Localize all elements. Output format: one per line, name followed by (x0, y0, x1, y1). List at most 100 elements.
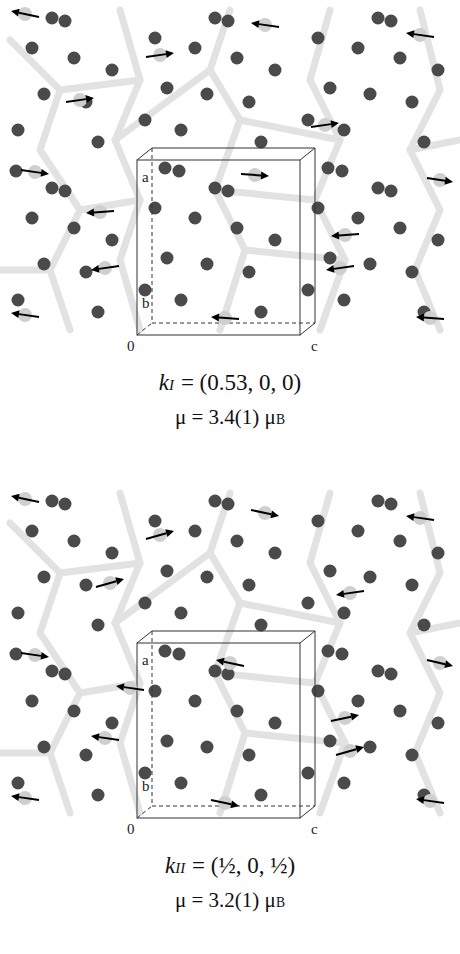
atom (26, 525, 39, 538)
atom (385, 498, 398, 511)
moment-arrow (19, 797, 39, 800)
atom (322, 645, 335, 658)
atom (12, 777, 25, 790)
caption-line: μ = 3.4(1) μB (0, 405, 460, 430)
arrow-head (86, 208, 94, 216)
arrow-head (261, 171, 269, 179)
moment-arrow (66, 99, 86, 102)
subscript: B (276, 895, 285, 911)
arrow-head (41, 169, 49, 177)
atom (139, 767, 152, 780)
atom (189, 525, 202, 538)
atom (418, 136, 431, 149)
atom (324, 565, 337, 578)
atom (352, 525, 365, 538)
wave-vector: k (159, 370, 169, 396)
arrow-head (91, 265, 99, 273)
bond-network (60, 563, 140, 573)
atom (243, 96, 256, 109)
atom (418, 619, 431, 632)
atom (338, 607, 351, 620)
arrow-head (11, 9, 20, 17)
atom (59, 185, 72, 198)
atom (255, 619, 268, 632)
atom (201, 741, 214, 754)
atom (324, 735, 337, 748)
arrow-head (216, 658, 225, 666)
atom (255, 306, 268, 319)
moment-value: μ = 3.2(1) μ (175, 888, 276, 913)
atom (106, 234, 119, 247)
atom (364, 88, 377, 101)
arrow-head (41, 652, 49, 660)
moment-arrow (339, 234, 359, 235)
atom (201, 88, 214, 101)
arrow-head (444, 177, 453, 185)
atom (432, 64, 445, 77)
atom (385, 15, 398, 28)
atom (92, 619, 105, 632)
atom (312, 515, 325, 528)
moment-arrow (241, 174, 261, 175)
atom (269, 547, 282, 560)
moment-arrow (21, 653, 41, 656)
atom (312, 32, 325, 45)
axis-label: a (142, 653, 149, 668)
bond-network (210, 10, 245, 330)
atom (189, 42, 202, 55)
atom (352, 42, 365, 55)
cell-edge (152, 631, 153, 806)
arrow-head (406, 30, 414, 38)
arrow-head (350, 713, 359, 721)
atom (38, 741, 51, 754)
atom (106, 547, 119, 560)
bond-network (10, 523, 80, 813)
arrow-head (251, 20, 259, 28)
moment-arrow (251, 510, 271, 514)
atom (364, 571, 377, 584)
atom (269, 717, 282, 730)
atom (394, 535, 407, 548)
atom (149, 685, 162, 698)
atom (372, 12, 385, 25)
bond-network (115, 70, 210, 140)
atom (92, 789, 105, 802)
atom (231, 222, 244, 235)
moment-arrow (336, 749, 356, 755)
atom (175, 294, 188, 307)
atom (255, 789, 268, 802)
moment-arrow (331, 717, 351, 721)
arrow-head (165, 529, 174, 537)
atom (372, 182, 385, 195)
moment-arrow (19, 498, 39, 502)
atom (406, 96, 419, 109)
atom (302, 114, 315, 127)
atom (243, 266, 256, 279)
moment-value: μ = 3.4(1) μ (175, 405, 276, 430)
moment-arrow (427, 660, 445, 664)
arrow-head (11, 793, 19, 801)
atom (38, 571, 51, 584)
arrow-head (230, 800, 239, 808)
atom (26, 695, 39, 708)
cell-edge (152, 323, 315, 324)
atom (10, 165, 23, 178)
atom (92, 136, 105, 149)
atom (324, 252, 337, 265)
unit-cell (137, 631, 315, 818)
atom (364, 741, 377, 754)
moment-arrow (219, 318, 239, 319)
arrow-head (116, 683, 124, 691)
atom (12, 607, 25, 620)
cell-edge (152, 148, 153, 323)
atom (189, 212, 202, 225)
atom (222, 498, 235, 511)
atom (68, 535, 81, 548)
atom (394, 52, 407, 65)
unit-cell (137, 148, 315, 335)
atom (159, 645, 172, 658)
axis-label: 0 (127, 822, 135, 837)
atom (46, 495, 59, 508)
